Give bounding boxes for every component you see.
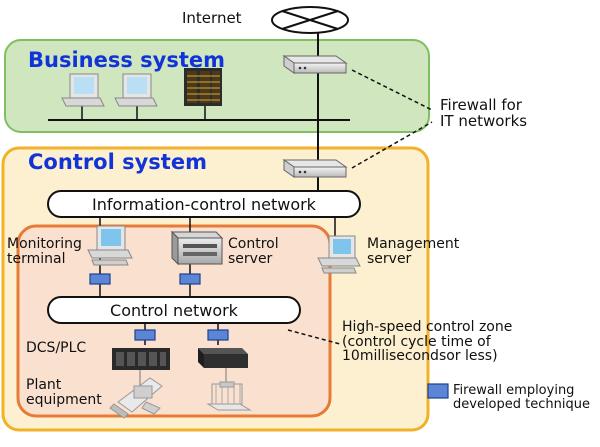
plant-equipment-1-icon	[109, 370, 163, 419]
information-control-network: Information-control network	[47, 190, 361, 218]
legend-firewall-swatch	[427, 383, 449, 399]
management-server-icon	[317, 235, 361, 274]
firewall-developed-1	[89, 273, 111, 285]
high-speed-zone-label: High-speed control zone (control cycle t…	[342, 319, 513, 365]
business-server-icon	[184, 68, 222, 106]
control-system-title: Control system	[28, 150, 207, 174]
dcs-plc-label: DCS/PLC	[26, 340, 87, 356]
business-pc-1-icon	[61, 73, 105, 107]
internet-label: Internet	[182, 9, 242, 27]
dcs-plc-unit-2-icon	[198, 348, 248, 368]
control-server-icon	[170, 230, 224, 266]
internet-icon	[271, 6, 349, 34]
firewall-developed-2	[179, 273, 201, 285]
firewall-developed-3	[134, 329, 156, 341]
plant-equipment-2-icon	[206, 368, 252, 411]
control-network: Control network	[47, 296, 301, 324]
dcs-plc-unit-1-icon	[112, 348, 170, 370]
business-pc-2-icon	[114, 73, 158, 107]
firewall-it-control-icon	[282, 159, 348, 178]
firewall-developed-4	[207, 329, 229, 341]
business-system-title: Business system	[28, 48, 226, 72]
monitoring-terminal-icon	[87, 225, 133, 266]
firewall-it-top-icon	[282, 55, 348, 74]
